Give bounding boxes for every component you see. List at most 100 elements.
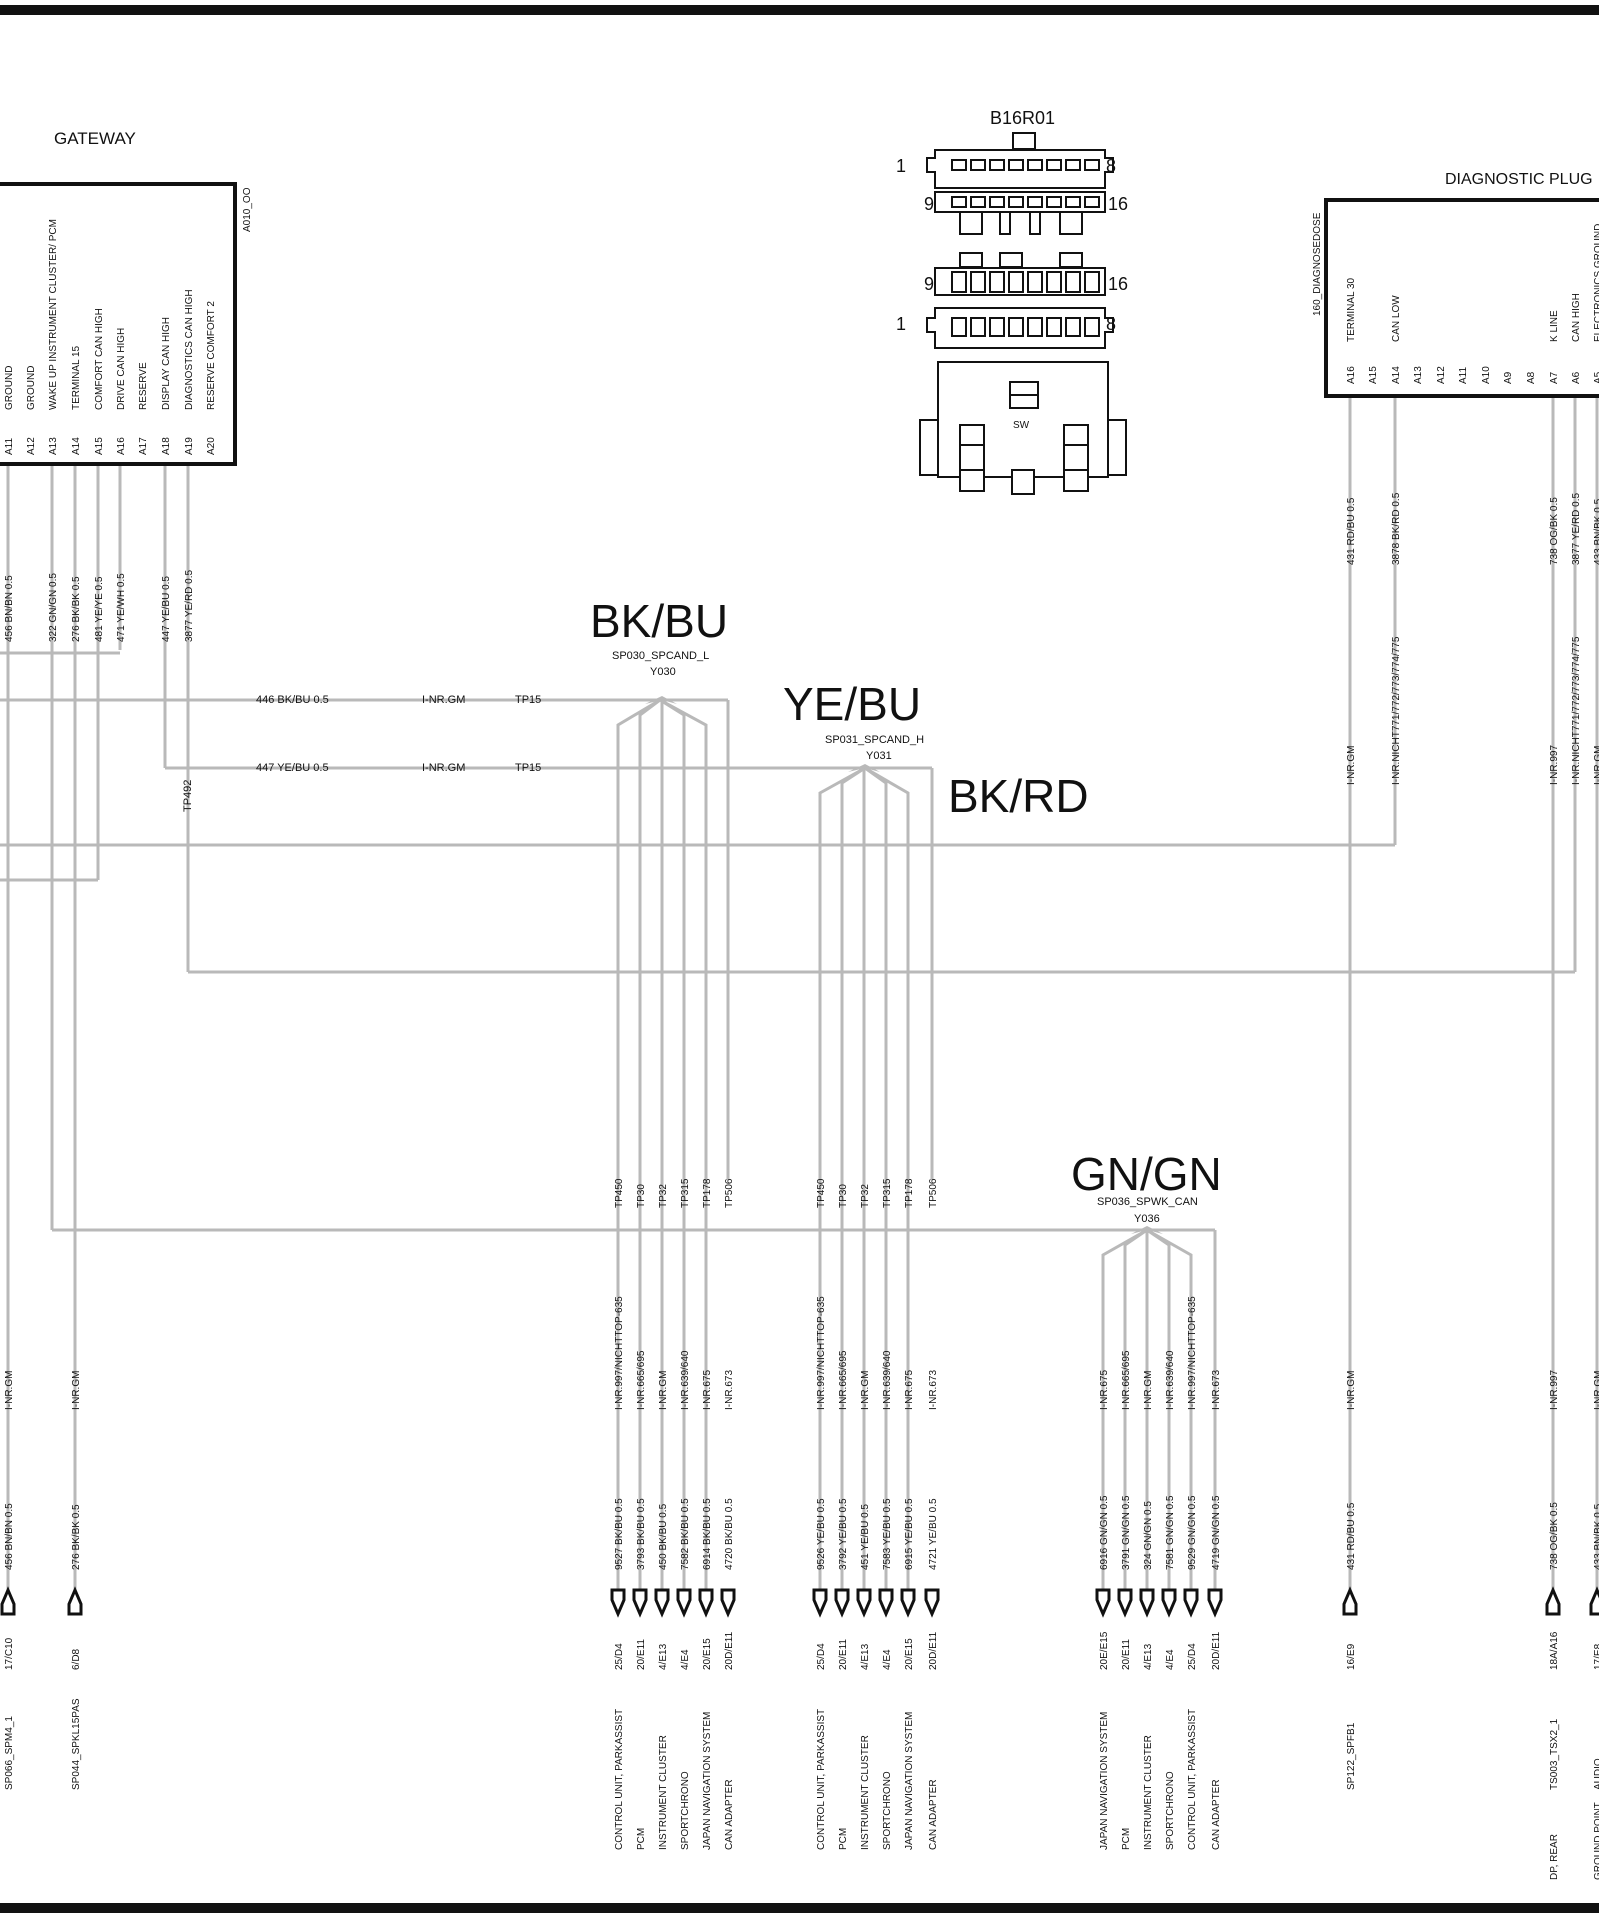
test-point-label: TP506	[928, 1178, 939, 1208]
splice-id-2: Y031	[866, 750, 892, 762]
terminal-symbol	[1589, 1586, 1599, 1616]
connector-cavity	[989, 159, 1005, 171]
gateway-pin-A17: A17	[138, 437, 149, 455]
terminal-symbol	[610, 1588, 626, 1618]
destination-label: CONTROL UNIT, PARKASSIST	[1187, 1709, 1198, 1850]
connector-cavity	[1008, 196, 1024, 208]
wire-label: 276 BK/BK 0.5	[71, 1504, 82, 1570]
connector-cavity	[1027, 317, 1043, 337]
terminal-symbol	[834, 1588, 850, 1618]
wire-label: 4720 BK/BU 0.5	[724, 1498, 735, 1570]
destination-label: PCM	[838, 1828, 849, 1850]
splice-id-3: Y036	[1134, 1213, 1160, 1225]
wire-note-label: I-NR.GM	[1346, 1371, 1357, 1410]
wire-note-label: I-NR.675	[1099, 1370, 1110, 1410]
terminal-symbol	[878, 1588, 894, 1618]
terminal-ref-label: 20D/E11	[928, 1631, 939, 1670]
destination-label: JAPAN NAVIGATION SYSTEM	[1099, 1712, 1110, 1850]
connector-cavity	[951, 271, 967, 293]
wire-network	[0, 378, 1599, 1590]
test-point-label: TP506	[724, 1178, 735, 1208]
connector-cavity	[1084, 317, 1100, 337]
connector-cavity	[1046, 159, 1062, 171]
wire-label: 6916 GN/GN 0.5	[1099, 1495, 1110, 1570]
diag-wire-note: I-NR.997	[1549, 745, 1560, 785]
diag-pin-A7: A7	[1549, 371, 1560, 384]
wire-note-label: I-NR.GM	[860, 1371, 871, 1410]
test-point-label: TP450	[614, 1178, 625, 1208]
diag-wire-note: I-NR.NICHT771/772/773/774/775	[1391, 636, 1402, 785]
destination-label: INSTRUMENT CLUSTER	[860, 1735, 871, 1850]
bus-wire-1: 446 BK/BU 0.5	[256, 694, 329, 706]
wire-label: 324 GN/GN 0.5	[1143, 1501, 1154, 1570]
wire-note-label: I-NR.639/640	[882, 1350, 893, 1410]
diag-pin-A15: A15	[1368, 366, 1379, 384]
wire-label: 7581 GN/GN 0.5	[1165, 1495, 1176, 1570]
splice-id-1: Y030	[650, 666, 676, 678]
gateway-pin-label-A11: GROUND	[4, 366, 15, 410]
wire-label: 3792 YE/BU 0.5	[838, 1498, 849, 1570]
terminal-symbol	[1139, 1588, 1155, 1618]
wire-note-label: I-NR.665/695	[636, 1350, 647, 1410]
diag-pin-A11: A11	[1458, 367, 1469, 384]
terminal-ref-label: 25/D4	[1187, 1643, 1198, 1670]
diag-title: DIAGNOSTIC PLUG	[1445, 171, 1593, 188]
connector-row-4	[951, 317, 1100, 337]
gateway-wire-label: 481 YE/YE 0.5	[94, 576, 105, 642]
terminal-symbol	[67, 1586, 83, 1616]
diag-wire-label: 431 RD/BU 0.5	[1346, 497, 1357, 565]
wire-note-label: I-NR.997	[1549, 1370, 1560, 1410]
gateway-pin-A15: A15	[94, 437, 105, 455]
terminal-ref-label: 4/E4	[882, 1649, 893, 1670]
connector-cavity	[951, 159, 967, 171]
destination-label: SP122_SPFB1	[1346, 1722, 1357, 1790]
terminal-symbol	[1545, 1586, 1561, 1616]
gateway-wire-label: 471 YE/WH 0.5	[116, 573, 127, 642]
bus-tp15-2: TP15	[515, 762, 541, 774]
wire-note-label: I-NR.997/NICHTTOP-635	[1187, 1296, 1198, 1410]
splice-color-2: YE/BU	[783, 678, 921, 730]
diag-pin-label-A7: K LINE	[1549, 310, 1560, 342]
pin-9b-label: 9	[924, 274, 934, 294]
wire-note-label: I-NR.GM	[658, 1371, 669, 1410]
diag-ref: 160_DIAGNOSEDOSE	[1312, 212, 1323, 316]
gateway-pin-label-A15: COMFORT CAN HIGH	[94, 308, 105, 410]
bus-wire-2: 447 YE/BU 0.5	[256, 762, 329, 774]
destination-label: SPORTCHRONO	[1165, 1771, 1176, 1850]
destination-label: CONTROL UNIT, PARKASSIST	[816, 1709, 827, 1850]
gateway-title: GATEWAY	[54, 129, 136, 148]
gateway-wire-label: 3877 YE/RD 0.5	[184, 569, 195, 642]
diag-pin-label-A16: TERMINAL 30	[1346, 277, 1357, 342]
terminal-ref-label: 20/E15	[904, 1638, 915, 1670]
destination-label: CAN ADAPTER	[1211, 1779, 1222, 1850]
gateway-pin-A18: A18	[161, 437, 172, 455]
bus-tp15-1: TP15	[515, 694, 541, 706]
splice-labels: BK/BU SP030_SPCAND_L Y030 YE/BU SP031_SP…	[590, 595, 1222, 1225]
diag-wire-label: 738 OG/BK 0.5	[1549, 497, 1560, 565]
wire-label: 3793 BK/BU 0.5	[636, 1498, 647, 1570]
bus-inr-2: I-NR.GM	[422, 762, 465, 774]
terminal-symbol	[856, 1588, 872, 1618]
bottom-border	[0, 1903, 1599, 1913]
wire-note-label: I-NR.997/NICHTTOP-635	[614, 1296, 625, 1410]
terminal-ref-label: 17/C10	[4, 1637, 15, 1670]
terminal-ref-label: 20D/E11	[1211, 1631, 1222, 1670]
connector-cavity	[989, 271, 1005, 293]
wire-label: 7583 YE/BU 0.5	[882, 1498, 893, 1570]
connector-sw-label: SW	[1013, 420, 1030, 431]
diag-pin-A8: A8	[1526, 371, 1537, 384]
pin-8-label: 8	[1106, 156, 1116, 176]
gateway-pin-A14: A14	[71, 437, 82, 455]
terminal-symbol	[924, 1588, 940, 1618]
wire-note-label: I-NR.673	[724, 1370, 735, 1410]
wire-label: 3791 GN/GN 0.5	[1121, 1495, 1132, 1570]
terminal-symbol	[676, 1588, 692, 1618]
destination-label: CAN ADAPTER	[928, 1779, 939, 1850]
splice-color-1: BK/BU	[590, 595, 728, 647]
terminal-ref-label: 20E/E15	[1099, 1631, 1110, 1670]
connector-cavity	[1084, 159, 1100, 171]
connector-b16r01: B16R01 1 8 9 16 9 16 1 8 SW	[896, 108, 1128, 495]
terminal-ref-label: 20D/E11	[724, 1631, 735, 1670]
